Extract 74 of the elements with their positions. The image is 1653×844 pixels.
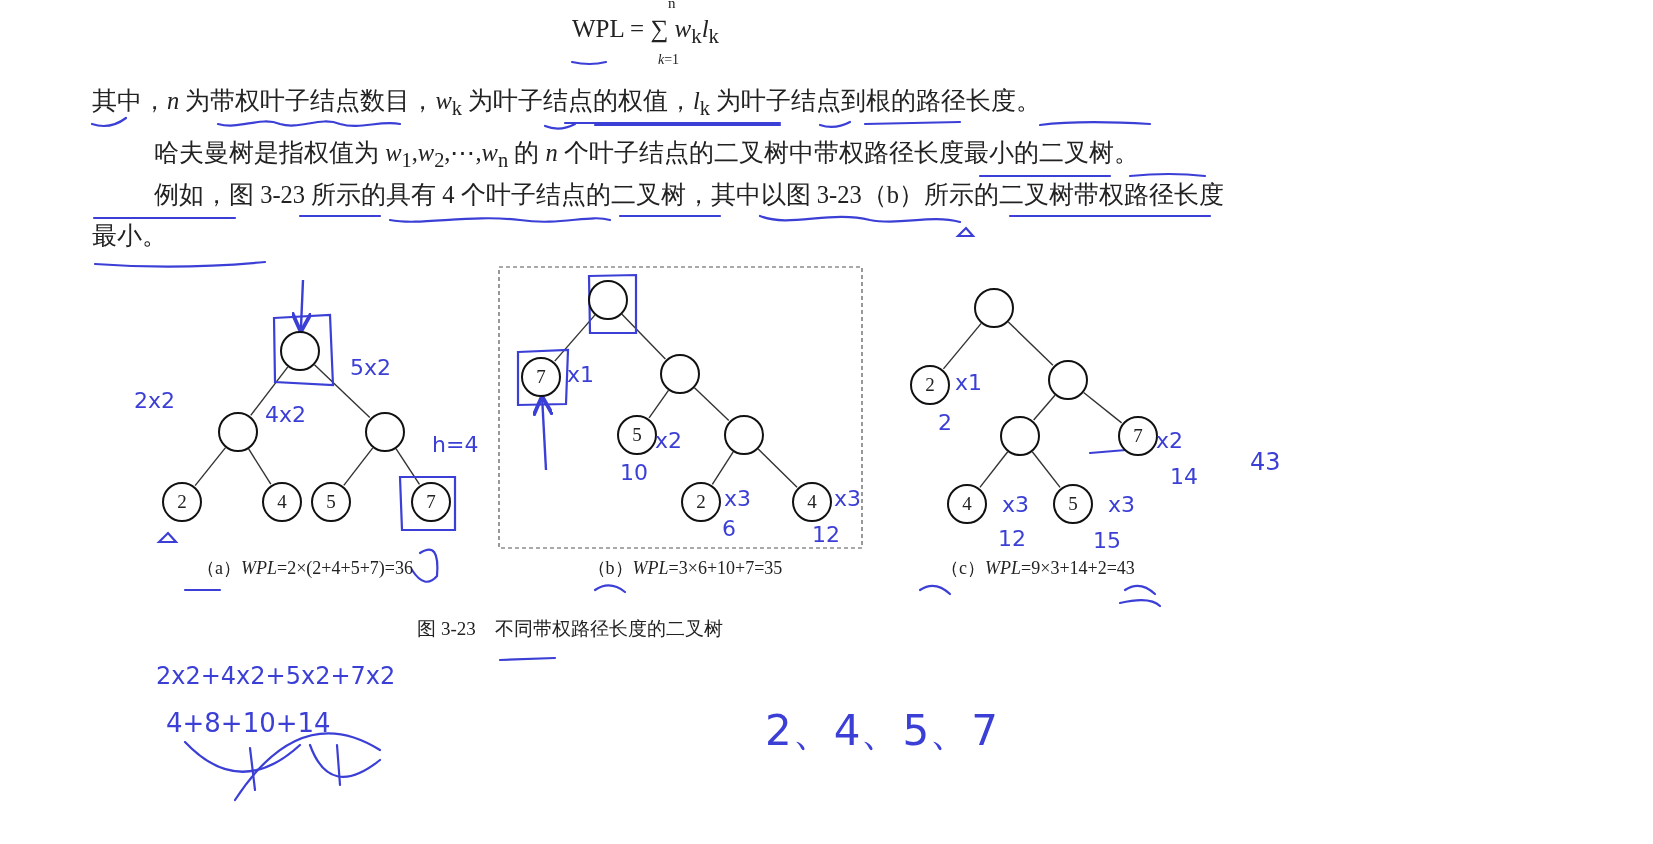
arrow [290,279,314,334]
handwritten-note: x3 [1108,492,1136,519]
tree-node: 2 [681,482,721,522]
handwritten-note: x3 [834,486,862,513]
handwritten-note: 15 [1093,528,1121,555]
handwritten-note: 12 [812,522,840,549]
formula: k=1 [658,52,680,69]
handwritten-note: 6 [722,516,736,543]
tree-node: 4 [792,482,832,522]
formula: WPL = ∑ w$_{k}$l$_{k}$ [572,14,719,49]
tree-edge [1007,321,1054,367]
empty-tree-node [588,280,628,320]
handwritten-note: x2 [1156,428,1184,455]
handwritten-note: 10 [620,460,648,487]
tree-edge [554,314,596,362]
handwritten-note: x3 [1002,492,1030,519]
empty-tree-node [660,354,700,394]
tree-edge [711,451,734,486]
handwritten-note: 4x2 [265,402,306,429]
tree-node: 4 [262,482,302,522]
tree-edge [1031,451,1061,489]
handwritten-note: 2 [938,410,952,437]
handwritten-note: h=4 [432,432,479,459]
tree-edge [1032,394,1056,421]
handwritten-note: 2、4、5、7 [765,706,998,757]
handwritten-note: x3 [724,486,752,513]
caption: （c）WPL=9×3+14+2=43 [941,558,1135,580]
paragraph: 其中，n 为带权叶子结点数目，w$_{k}$ 为叶子结点的权值，l$_{k}$ 为叶子结点到根的路径长度。 [92,86,1043,121]
handwritten-note: 2x2+4x2+5x2+7x2 [156,662,396,691]
tree-edge [343,447,374,487]
handwritten-note: x2 [655,428,683,455]
tree-edge [194,446,227,487]
caption: （b）WPL=3×6+10+7=35 [587,558,783,580]
empty-tree-node [724,415,764,455]
handwritten-note: 43 [1250,448,1281,477]
tree-edge [395,448,421,486]
tree-node: 7 [411,482,451,522]
tree-node: 7 [1118,416,1158,456]
caption: 图 3-23 不同带权路径长度的二叉树 [417,617,723,641]
tree-edge [313,364,371,419]
handwritten-note: 12 [998,526,1026,553]
empty-tree-node [974,288,1014,328]
tree-node: 5 [617,415,657,455]
empty-tree-node [280,331,320,371]
empty-tree-node [1048,360,1088,400]
tree-node: 4 [947,484,987,524]
empty-tree-node [1000,416,1040,456]
handwritten-note: 14 [1170,464,1198,491]
handwritten-note: x1 [567,362,595,389]
empty-tree-node [218,412,258,452]
tree-edge [250,366,289,416]
handwritten-note: 5x2 [350,355,391,382]
tree-edge [1082,391,1123,424]
empty-tree-node [365,412,405,452]
tree-edge [979,451,1009,489]
tree-edge [757,448,798,488]
handwritten-note: x1 [955,370,983,397]
tree-node: 7 [521,357,561,397]
handwritten-note: 2x2 [134,388,175,415]
paragraph: 例如，图 3-23 所示的具有 4 个叶子结点的二叉树，其中以图 3-23（b）所示的二叉树带权路径长度最小。 [92,180,1225,251]
paragraph: 哈夫曼树是指权值为 w$_{1}$,w$_{2}$,⋯,w$_{n}$ 的 n 个叶子结点的二叉树中带权路径长度最小的二叉树。 [153,138,1140,173]
tree-edge [693,387,730,422]
tree-node: 5 [1053,484,1093,524]
tree-edge [648,389,670,419]
caption: （a）WPL=2×(2+4+5+7)=36 [197,558,413,580]
arrow [531,394,555,471]
tree-edge [247,448,272,485]
tree-node: 5 [311,482,351,522]
handwritten-note: 4+8+10+14 [166,708,331,740]
tree-edge [621,313,667,360]
formula: n [668,0,676,12]
tree-node: 2 [162,482,202,522]
tree-edge [942,322,982,370]
tree-node: 2 [910,365,950,405]
